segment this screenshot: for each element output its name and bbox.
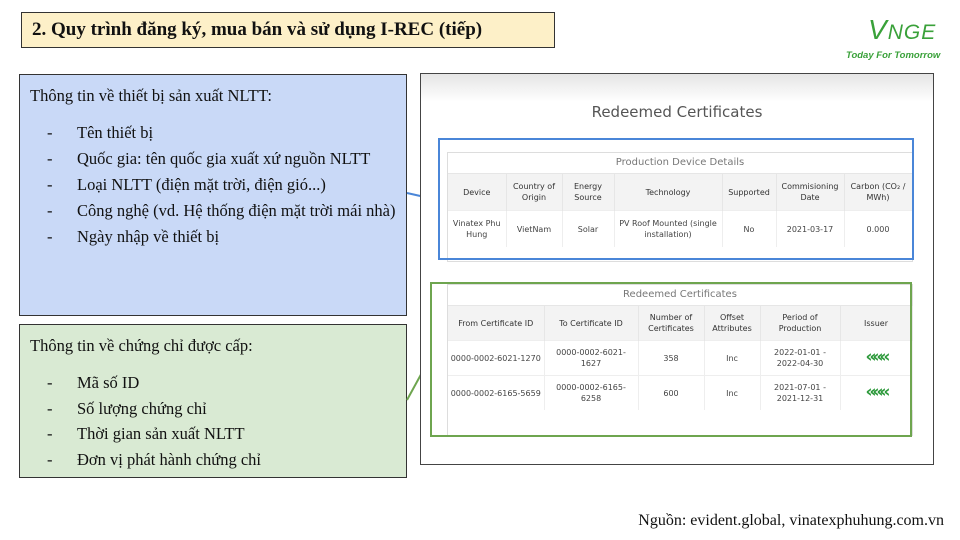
issuer-logo-icon: ««« xyxy=(840,340,913,376)
device-info-heading: Thông tin về thiết bị sản xuất NLTT: xyxy=(30,86,272,105)
column-header: Number of Certificates xyxy=(638,306,705,341)
table-row: Vinatex Phu Hung VietNam Solar PV Roof M… xyxy=(448,210,913,247)
table-cell: 0000-0002-6021-1270 xyxy=(448,340,545,376)
column-header: Device xyxy=(448,174,507,211)
table-cell: 2022-01-01 - 2022-04-30 xyxy=(760,340,841,376)
logo-wordmark: VNGE xyxy=(868,14,937,45)
screenshot-title: Redeemed Certificates xyxy=(591,103,763,121)
device-info-list: -Tên thiết bị -Quốc gia: tên quốc gia xu… xyxy=(30,120,396,250)
table-cell: 0000-0002-6165-6258 xyxy=(544,375,639,410)
source-note: Nguồn: evident.global, vinatexphuhung.co… xyxy=(638,512,944,529)
table-cell: 0000-0002-6021-1627 xyxy=(544,340,639,376)
certificate-screenshot: Redeemed Certificates Production Device … xyxy=(420,73,934,465)
screenshot-header-band xyxy=(421,74,933,102)
column-header: Period of Production xyxy=(760,306,841,341)
column-header: Commisioning Date xyxy=(776,174,845,211)
table-cell: 2021-07-01 - 2021-12-31 xyxy=(760,375,841,410)
table-row: 0000-0002-6021-1270 0000-0002-6021-1627 … xyxy=(448,340,913,376)
table-cell: Solar xyxy=(562,210,615,247)
column-header: Country of Origin xyxy=(506,174,563,211)
table-cell: No xyxy=(722,210,777,247)
list-item: -Tên thiết bị xyxy=(47,123,154,142)
certificate-info-heading: Thông tin về chứng chỉ được cấp: xyxy=(30,336,253,355)
list-item: -Đơn vị phát hành chứng chỉ xyxy=(47,449,262,469)
certificate-info-box: Thông tin về chứng chỉ được cấp: -Mã số … xyxy=(19,324,407,478)
certificate-highlight-outline xyxy=(430,282,912,437)
table-cell: Vinatex Phu Hung xyxy=(448,210,507,247)
column-header: Carbon (CO₂ / MWh) xyxy=(844,174,913,211)
list-item: -Công nghệ (vd. Hệ thống điện mặt trời m… xyxy=(47,201,396,220)
column-header: From Certificate ID xyxy=(448,306,545,341)
list-item: -Ngày nhập về thiết bị xyxy=(47,227,220,246)
list-item: -Số lượng chứng chỉ xyxy=(47,398,207,418)
table-row: 0000-0002-6165-5659 0000-0002-6165-6258 … xyxy=(448,375,913,410)
column-header: Supported xyxy=(722,174,777,211)
production-device-panel: Production Device Details Device Country… xyxy=(447,152,913,262)
production-device-table: Device Country of Origin Energy Source T… xyxy=(448,174,913,247)
slide-title: 2. Quy trình đăng ký, mua bán và sử dụng… xyxy=(21,12,555,48)
column-header: Technology xyxy=(614,174,723,211)
table-cell: 0.000 xyxy=(844,210,913,247)
vnge-logo: VNGE Today For Tomorrow xyxy=(842,14,946,64)
table-cell: Inc xyxy=(704,340,761,376)
column-header: Issuer xyxy=(840,306,913,341)
redeemed-certificates-table: From Certificate ID To Certificate ID Nu… xyxy=(448,306,913,410)
list-item: -Thời gian sản xuất NLTT xyxy=(47,424,245,443)
table-cell: 2021-03-17 xyxy=(776,210,845,247)
table-header-row: From Certificate ID To Certificate ID Nu… xyxy=(448,306,913,341)
certificate-info-list: -Mã số ID -Số lượng chứng chỉ -Thời gian… xyxy=(30,370,396,472)
redeemed-certificates-panel: Redeemed Certificates From Certificate I… xyxy=(447,284,913,436)
table-header-row: Device Country of Origin Energy Source T… xyxy=(448,174,913,211)
logo-tagline: Today For Tomorrow xyxy=(846,50,941,61)
column-header: Energy Source xyxy=(562,174,615,211)
production-device-title: Production Device Details xyxy=(448,153,912,174)
redeemed-certificates-title: Redeemed Certificates xyxy=(448,285,912,306)
table-cell: 0000-0002-6165-5659 xyxy=(448,375,545,410)
column-header: Offset Attributes xyxy=(704,306,761,341)
device-highlight-outline xyxy=(438,138,914,260)
list-item: -Loại NLTT (điện mặt trời, điện gió...) xyxy=(47,175,326,194)
column-header: To Certificate ID xyxy=(544,306,639,341)
table-cell: VietNam xyxy=(506,210,563,247)
list-item: -Mã số ID xyxy=(47,373,140,392)
table-cell: PV Roof Mounted (single installation) xyxy=(614,210,723,247)
table-cell: Inc xyxy=(704,375,761,410)
device-info-box: Thông tin về thiết bị sản xuất NLTT: -Tê… xyxy=(19,74,407,316)
table-cell: 600 xyxy=(638,375,705,410)
table-cell: 358 xyxy=(638,340,705,376)
list-item: -Quốc gia: tên quốc gia xuất xứ nguồn NL… xyxy=(47,149,371,168)
